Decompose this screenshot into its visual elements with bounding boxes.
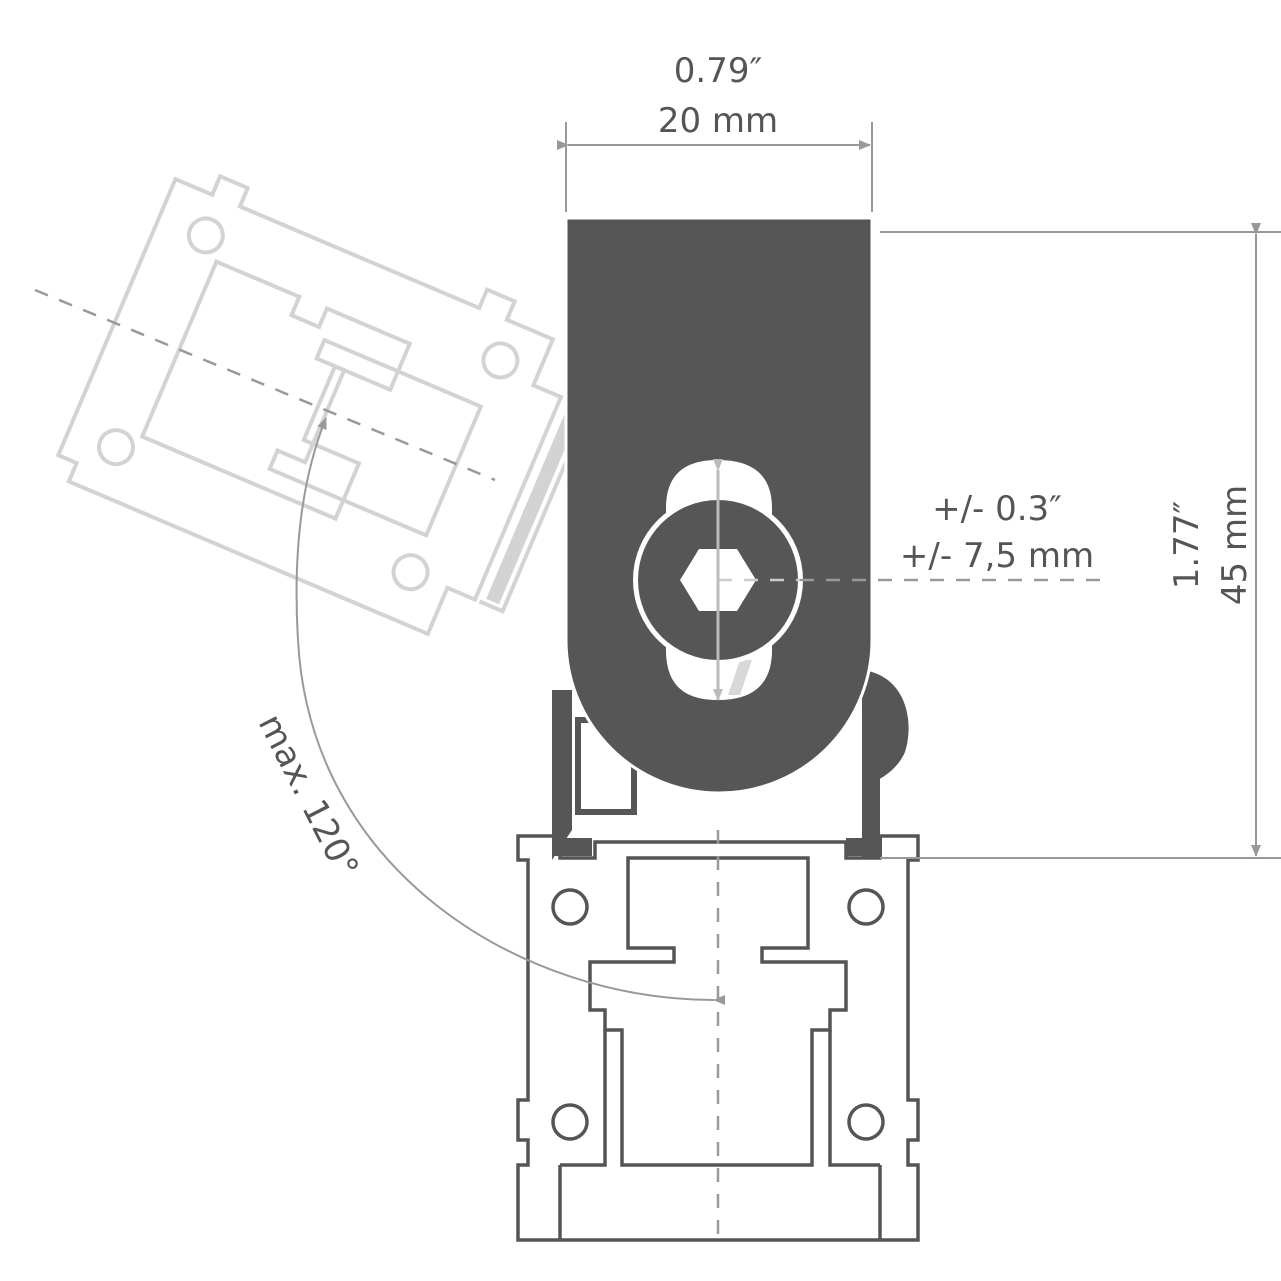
base-profile-inner-wall-right <box>828 1030 882 1240</box>
width-inches-label: 0.79″ <box>674 51 762 91</box>
base-profile-inner-wall-left <box>558 1030 607 1240</box>
adjust-mm-label: +/- 7,5 mm <box>900 536 1094 576</box>
rotated-profile-ghost <box>55 173 592 637</box>
angle-arc <box>295 417 726 1006</box>
base-hole-bottom-right <box>847 1103 885 1141</box>
base-hole-bottom-left <box>551 1103 589 1141</box>
ghost-hole-2 <box>481 341 520 380</box>
base-hole-top-right <box>847 888 885 926</box>
ghost-hole-3 <box>96 428 135 467</box>
height-inches-label: 1.77″ <box>1167 501 1207 589</box>
bracket-leg-left <box>552 690 572 860</box>
bracket-leg-right <box>862 735 880 858</box>
rotated-centerline <box>34 288 496 482</box>
angle-label: max. 120° <box>250 708 366 884</box>
slot-accent <box>728 660 752 695</box>
height-mm-label: 45 mm <box>1215 485 1255 605</box>
bracket-clip-right <box>846 838 882 856</box>
ghost-hole-1 <box>186 216 225 255</box>
ghost-profile-outline <box>55 173 564 637</box>
base-hole-top-left <box>551 888 589 926</box>
adjust-inches-label: +/- 0.3″ <box>932 489 1062 529</box>
ghost-hole-4 <box>391 553 430 592</box>
width-mm-label: 20 mm <box>658 101 778 141</box>
bracket-clip-left <box>552 838 592 856</box>
